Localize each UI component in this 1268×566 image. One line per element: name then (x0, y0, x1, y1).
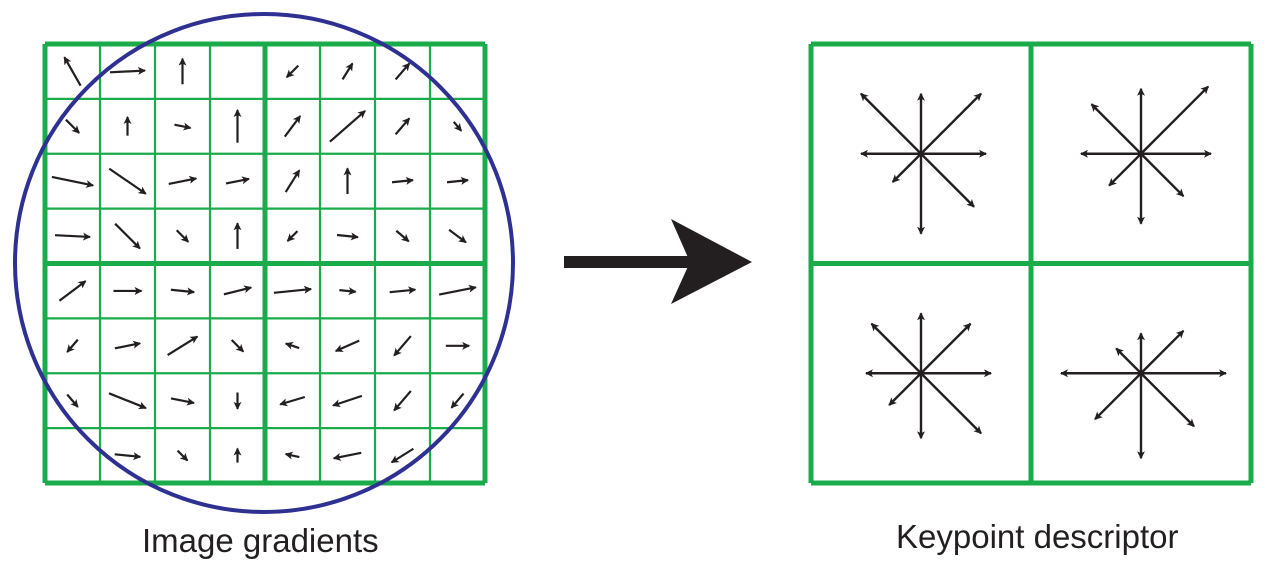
gradient-arrow-icon (329, 110, 366, 143)
histogram-bin-arrow-icon (1115, 347, 1142, 375)
gradient-arrow-icon (170, 397, 195, 406)
gradient-arrow-icon (176, 449, 189, 462)
gradient-arrow-icon (63, 56, 82, 87)
transform-arrow-icon (564, 219, 752, 304)
gradient-arrow-icon (58, 280, 87, 302)
histogram-bin-arrow-icon (920, 152, 975, 208)
histogram-bin-arrow-icon (888, 372, 922, 406)
gradient-arrow-icon (174, 122, 192, 131)
histogram-bin-arrow-icon (891, 152, 922, 183)
gradient-arrow-icon (66, 393, 79, 408)
orientation-histogram (1060, 329, 1227, 460)
gradient-arrow-icon (438, 284, 477, 296)
gradient-arrow-icon (332, 451, 362, 461)
gradient-arrow-icon (339, 287, 357, 296)
gradient-arrow-icon (114, 340, 142, 350)
gradient-arrow-icon (393, 335, 412, 357)
histogram-bin-arrow-icon (1140, 85, 1210, 155)
gradient-arrow-icon (394, 117, 411, 136)
gradient-arrow-icon (332, 394, 363, 408)
gradient-arrow-icon (114, 222, 141, 250)
histogram-bin-arrow-icon (1108, 152, 1142, 187)
orientation-histogram (865, 312, 992, 440)
gradient-arrow-icon (108, 392, 147, 410)
gradient-arrow-icon (283, 115, 302, 138)
gradient-arrow-icon (225, 176, 250, 185)
orientation-histogram (1080, 85, 1212, 225)
gradient-arrow-icon (167, 335, 199, 357)
histogram-bin-arrow-icon (1094, 372, 1142, 421)
gradient-arrow-icon (114, 452, 142, 461)
histogram-bin-arrow-icon (860, 92, 922, 155)
gradient-arrow-icon (334, 339, 360, 353)
gaussian-window-circle (13, 12, 515, 514)
gradient-arrow-icon (393, 390, 412, 412)
gradient-arrow-icon (168, 175, 198, 186)
gradient-arrow-icon (54, 232, 92, 241)
gradient-arrow-icon (279, 395, 306, 407)
gradient-arrow-icon (230, 339, 245, 353)
histogram-bin-arrow-icon (920, 372, 982, 435)
gradient-grid (42, 41, 488, 486)
image-gradients-caption: Image gradients (142, 522, 379, 559)
gradient-arrow-icon (284, 451, 300, 460)
histogram-bin-arrow-icon (1140, 329, 1185, 375)
histogram-bin-arrow-icon (870, 322, 922, 375)
gradient-arrow-icon (391, 176, 414, 185)
gradient-arrow-icon (66, 338, 79, 353)
gradient-arrow-icon (448, 228, 467, 244)
orientation-histogram (860, 92, 987, 235)
keypoint-descriptor-caption: Keypoint descriptor (896, 518, 1179, 555)
gradient-arrow-icon (170, 287, 196, 296)
gradient-arrow-icon (395, 229, 410, 243)
gradient-arrow-icon (51, 175, 95, 188)
gradient-arrow-icon (273, 285, 313, 294)
histogram-bin-arrow-icon (1090, 103, 1142, 155)
gradient-arrow-icon (65, 118, 80, 134)
image-gradients-panel (13, 12, 515, 514)
gradient-arrow-icon (341, 62, 354, 80)
histogram-bin-arrow-icon (1140, 372, 1195, 428)
gradient-arrow-icon (394, 62, 411, 81)
gradient-arrow-icon (284, 169, 301, 193)
gradient-arrow-icon (450, 392, 465, 409)
gradient-vectors (51, 56, 477, 464)
gradient-arrow-icon (285, 64, 300, 79)
gradient-arrow-icon (389, 286, 417, 295)
gradient-arrow-icon (284, 342, 300, 350)
gradient-arrow-icon (223, 285, 253, 296)
gradient-arrow-icon (109, 66, 147, 75)
histogram-bin-arrow-icon (920, 92, 982, 155)
orientation-histograms (860, 85, 1227, 460)
gradient-arrow-icon (286, 230, 299, 242)
gradient-arrow-icon (336, 232, 359, 241)
gradient-arrow-icon (175, 229, 190, 243)
gradient-arrow-icon (390, 447, 414, 464)
histogram-bin-arrow-icon (1140, 152, 1185, 198)
keypoint-descriptor-panel (808, 41, 1254, 486)
gradient-arrow-icon (446, 176, 469, 185)
descriptor-grid (808, 41, 1254, 486)
gradient-arrow-icon (452, 121, 463, 132)
gradient-arrow-icon (108, 167, 147, 195)
histogram-bin-arrow-icon (920, 322, 972, 375)
